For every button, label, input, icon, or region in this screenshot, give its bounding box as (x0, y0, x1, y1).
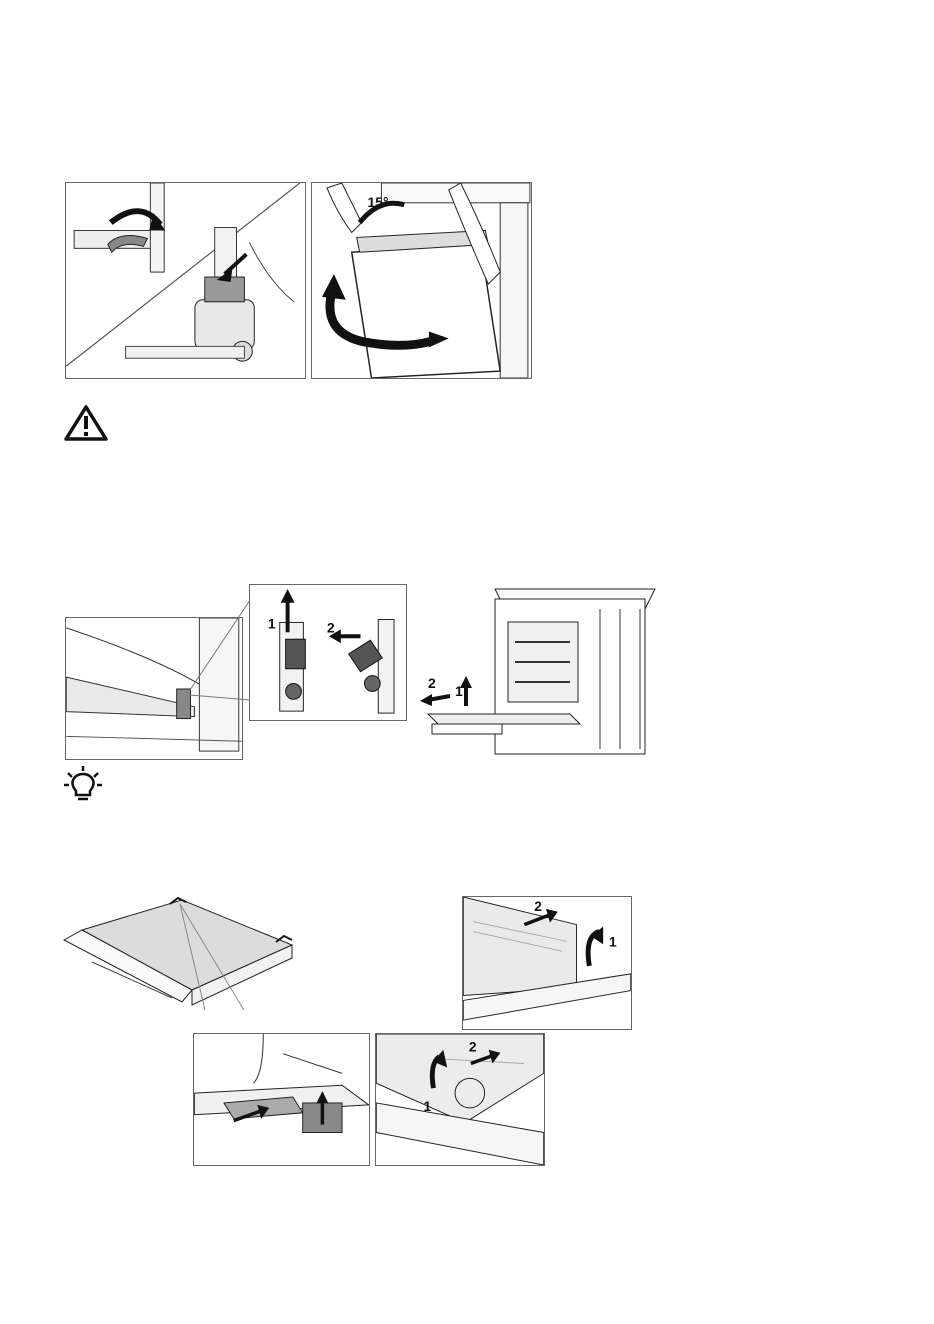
hinge-lock-illustration (65, 182, 306, 379)
step-1a-label: 1 (609, 934, 617, 949)
door-removal-drawing: 15° (312, 183, 531, 378)
glass-panel-lift-topright: 1 2 (462, 896, 632, 1030)
hinge-release-drawing: 1 2 (250, 585, 406, 720)
hinge-lock-drawing (66, 183, 305, 378)
light-bulb-icon (62, 765, 104, 803)
glass-clip-release (193, 1033, 370, 1166)
glass-lift-topright-drawing: 1 2 (463, 897, 631, 1029)
step-2b-label: 2 (469, 1040, 477, 1055)
step-1-label: 1 (268, 616, 276, 631)
cooker-rail-removal: 1 2 (420, 584, 661, 760)
door-removal-illustration: 15° (311, 182, 532, 379)
angle-label: 15° (368, 194, 389, 210)
warning-triangle-icon (64, 405, 108, 441)
hinge-release-closeup: 1 2 (249, 584, 407, 721)
step-1b-label: 1 (424, 1099, 432, 1114)
cooker-rail-removal-drawing: 1 2 (420, 584, 661, 760)
step-1-label-b: 1 (455, 683, 463, 699)
door-overview-drawing (62, 890, 302, 1010)
glass-panel-lift-bottom: 1 2 (375, 1033, 545, 1166)
glass-clip-release-drawing (194, 1034, 369, 1165)
glass-lift-bottom-drawing: 1 2 (376, 1034, 544, 1165)
step-2-label: 2 (327, 620, 335, 635)
step-2a-label: 2 (534, 899, 542, 914)
step-2-label-b: 2 (428, 675, 436, 691)
